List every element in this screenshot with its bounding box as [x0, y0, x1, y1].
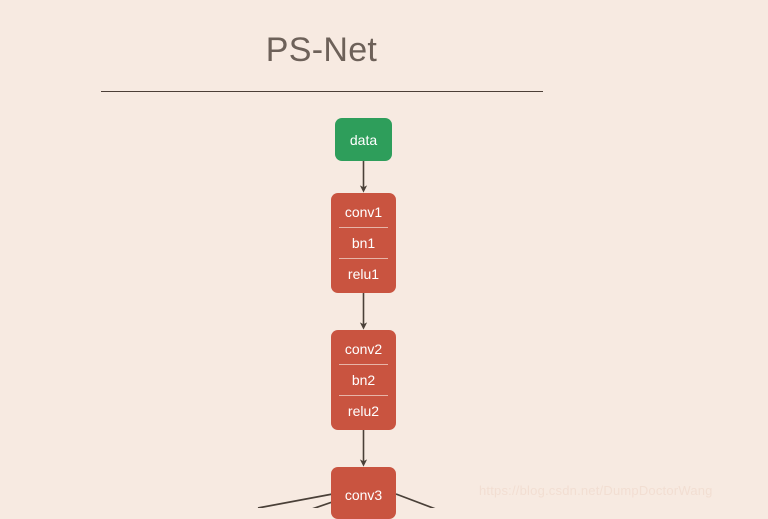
page-title: PS-Net — [265, 31, 378, 69]
node-label: conv3 — [344, 487, 383, 503]
title-divider — [101, 91, 543, 92]
node-label: relu2 — [339, 395, 388, 426]
watermark: https://blog.csdn.net/DumpDoctorWang — [479, 483, 713, 498]
node-label: data — [349, 131, 378, 148]
node-label: relu1 — [339, 258, 388, 289]
graph-node-block3[interactable]: conv3 — [331, 467, 396, 519]
graph-node-data[interactable]: data — [335, 118, 392, 161]
diagram-canvas — [257, 161, 436, 508]
node-label: bn2 — [339, 364, 388, 395]
node-label: conv2 — [344, 341, 383, 357]
edge-conv3-branch-right — [395, 493, 436, 508]
edge-conv3-branch-left-b — [312, 498, 342, 508]
node-label: conv1 — [344, 204, 383, 220]
graph-node-block1[interactable]: conv1 bn1 relu1 — [331, 193, 396, 293]
node-label: bn1 — [339, 227, 388, 258]
edge-conv3-branch-left-a — [257, 492, 339, 508]
graph-node-block2[interactable]: conv2 bn2 relu2 — [331, 330, 396, 430]
